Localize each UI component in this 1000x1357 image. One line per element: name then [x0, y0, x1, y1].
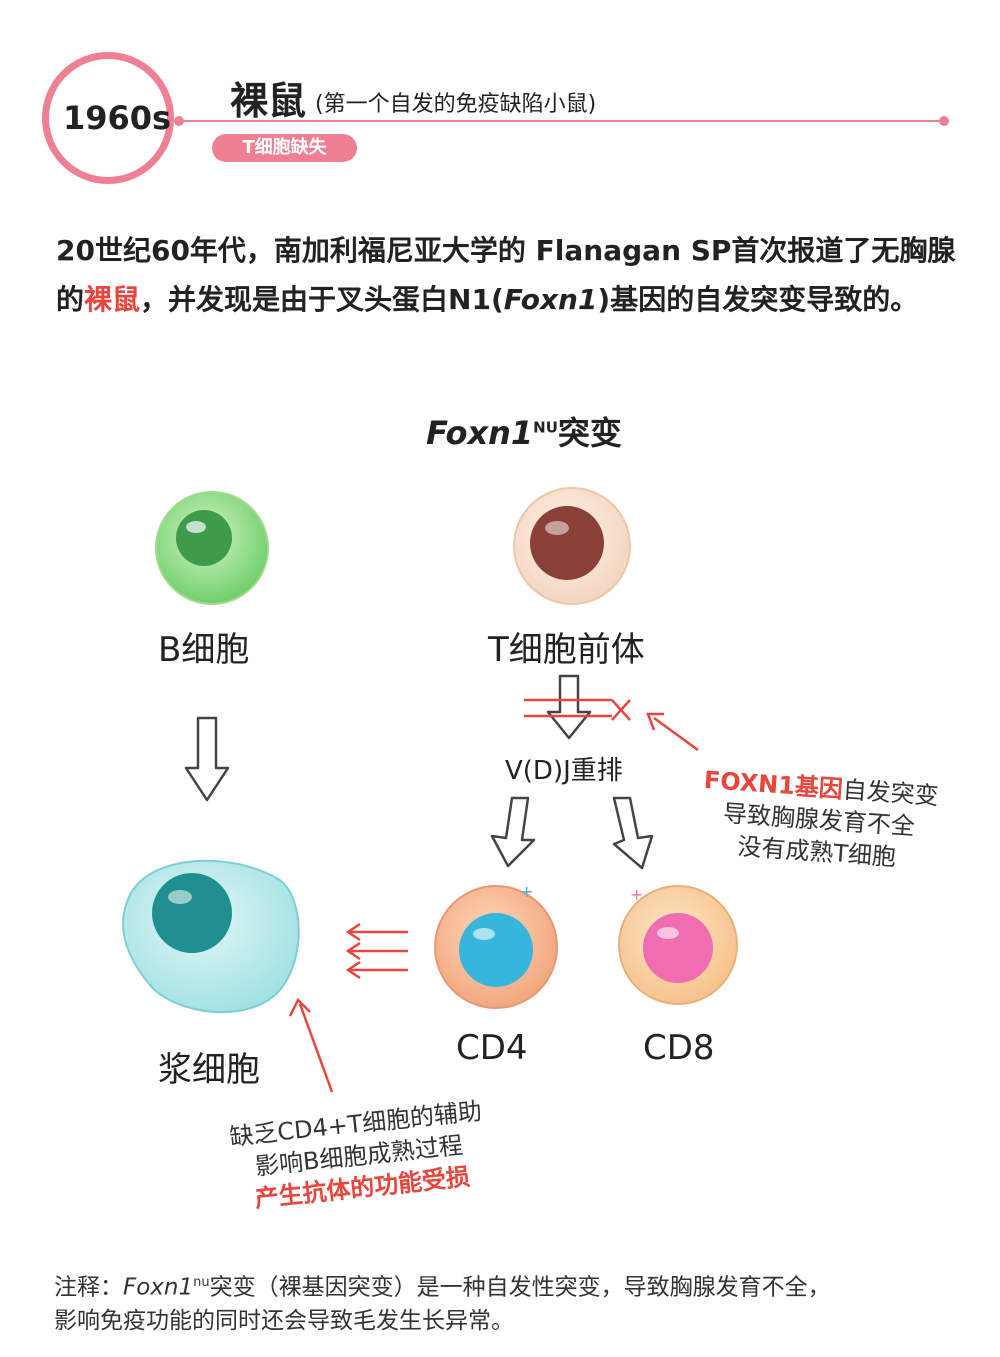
category-tag: T细胞缺失: [212, 134, 357, 162]
plasma-cell-label: 浆细胞: [158, 1050, 260, 1090]
cd4-to-plasma-arrows: [345, 922, 408, 980]
intro-part3: )基因的自发突变导致的。: [597, 283, 919, 316]
b-cell: [155, 491, 269, 605]
cd4-cell: +: [434, 882, 558, 1009]
footnote-prefix: 注释：: [54, 1274, 123, 1301]
t-precursor-cell: [513, 487, 631, 605]
note-foxn1: FOXN1基因自发突变 导致胸腺发育不全 没有成熟T细胞: [685, 763, 953, 877]
b-to-plasma-arrow: [184, 716, 230, 802]
footnote-sup: nu: [193, 1275, 210, 1290]
note-foxn1-line1-rest: 自发突变: [841, 775, 940, 811]
plasma-cell: [122, 859, 300, 1014]
footnote: 注释：Foxn1nu突变（裸基因突变）是一种自发性突变，导致胸腺发育不全， 影响…: [54, 1266, 954, 1338]
note-bottom-pointer: [288, 997, 334, 1093]
svg-text:+: +: [520, 882, 533, 901]
b-cell-label: B细胞: [158, 630, 250, 670]
vdj-to-cd4-arrow: [490, 796, 536, 868]
diagram-title-gene: Foxn1: [426, 414, 534, 452]
footnote-line1: 注释：Foxn1nu突变（裸基因突变）是一种自发性突变，导致胸腺发育不全，: [54, 1266, 954, 1305]
vdj-to-cd8-arrow: [612, 796, 654, 870]
page-title: 裸鼠: [230, 79, 307, 123]
intro-part1: 20世纪60年代，南加利福尼亚大学的 Flanagan SP首次报道了无胸腺的: [56, 234, 956, 316]
intro-highlight: 裸鼠: [84, 283, 141, 316]
intro-part2: ，并发现是由于叉头蛋白N1(: [140, 283, 504, 316]
divider-dot-right: [939, 116, 949, 126]
immune-diagram: + +: [122, 487, 738, 1093]
footnote-line2: 影响免疫功能的同时还会导致毛发生长异常。: [54, 1307, 514, 1334]
t-precursor-label: T细胞前体: [488, 630, 645, 670]
cd4-label: CD4: [456, 1028, 528, 1068]
footnote-line1-rest: 突变（裸基因突变）是一种自发性突变，导致胸腺发育不全，: [209, 1274, 831, 1301]
year-ring: [42, 52, 174, 184]
cd8-cell: +: [618, 885, 738, 1005]
block-marks: [524, 698, 631, 721]
diagram-title: Foxn1NU突变: [0, 408, 1000, 454]
footnote-gene: Foxn1: [123, 1274, 194, 1301]
intro-paragraph: 20世纪60年代，南加利福尼亚大学的 Flanagan SP首次报道了无胸腺的裸…: [56, 226, 956, 324]
intro-gene: Foxn1: [503, 283, 598, 316]
cd8-label: CD8: [643, 1028, 715, 1068]
divider-dot-left: [174, 116, 184, 126]
page-subtitle: (第一个自发的免疫缺陷小鼠): [315, 92, 597, 117]
vdj-label: V(D)J重排: [505, 756, 623, 786]
diagram-title-suffix: 突变: [557, 414, 622, 452]
header-divider: [178, 120, 946, 122]
diagram-title-sup: NU: [533, 418, 558, 437]
year-label: 1960s: [62, 99, 172, 137]
note-right-pointer: [646, 712, 699, 752]
svg-text:+: +: [630, 885, 643, 904]
blocked-arrow: [546, 674, 592, 740]
